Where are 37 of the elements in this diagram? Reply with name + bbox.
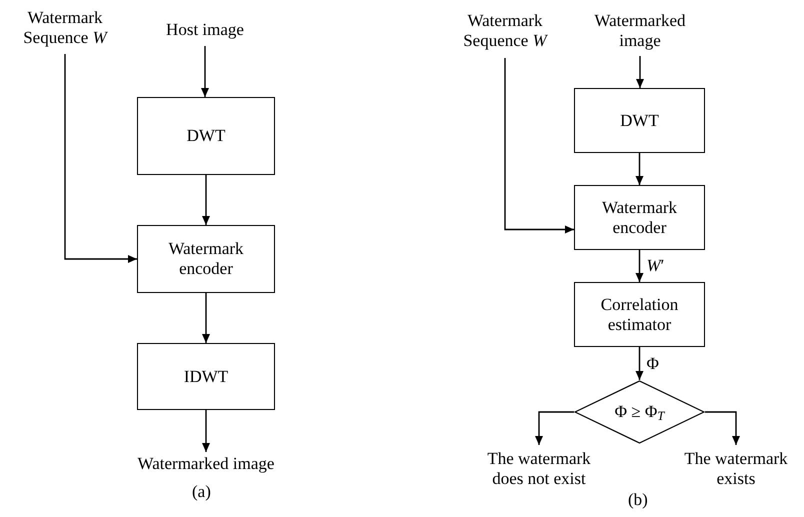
box-label: Watermark encoder (600, 198, 678, 238)
arrow (202, 175, 210, 225)
arrow (504, 58, 574, 234)
text-label: Host image (150, 18, 260, 42)
process-box (137, 97, 275, 175)
panel-label: (b) (628, 490, 648, 510)
arrow (636, 250, 644, 282)
text-label: Watermarked image (575, 10, 705, 52)
box-label: IDWT (182, 366, 230, 386)
process-box (137, 343, 275, 410)
arrow (636, 347, 644, 380)
arrow (535, 411, 574, 445)
text-label: Watermark Sequence W (443, 10, 567, 52)
box-label: Watermark encoder (167, 239, 245, 279)
arrow (201, 46, 209, 97)
process-box (574, 282, 705, 347)
arrow (705, 411, 740, 445)
arrow (64, 54, 137, 263)
text-label: Watermark Sequence W (2, 8, 128, 48)
process-box (574, 88, 705, 153)
decision-diamond (574, 380, 705, 444)
arrow (202, 293, 210, 343)
process-box (137, 225, 275, 293)
box-label: Correlation estimator (600, 294, 680, 334)
arrow (636, 153, 644, 185)
text-label: Watermarked image (106, 452, 306, 476)
process-box (574, 185, 705, 250)
edge-label: Φ (646, 354, 659, 374)
box-label: DWT (186, 126, 226, 146)
edge-label: W′ (646, 256, 664, 276)
arrow (202, 410, 210, 452)
panel-label: (a) (192, 482, 211, 502)
arrow (636, 56, 644, 88)
text-label: The watermark does not exist (472, 447, 606, 491)
box-label: Φ ≥ Φ$_{T}$ (614, 402, 666, 422)
text-label: The watermark exists (668, 447, 804, 491)
box-label: DWT (619, 110, 660, 130)
